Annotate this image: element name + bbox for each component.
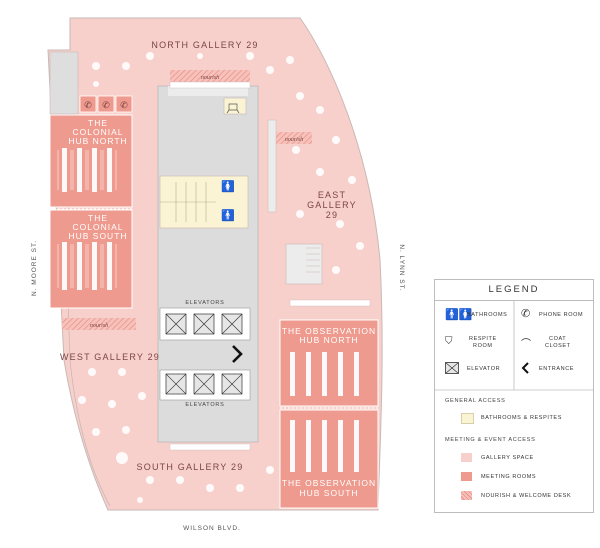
south-gallery-label: SOUTH GALLERY 29 [137, 462, 244, 472]
legend-bathrooms-respites: BATHROOMS & RESPITES [481, 415, 562, 421]
colonial-south-label-2: COLONIAL [73, 222, 124, 232]
street-lynn: N. LYNN ST. [398, 244, 405, 291]
west-gallery-label: WEST GALLERY 29 [60, 352, 160, 362]
legend-gallery-space: GALLERY SPACE [481, 455, 534, 461]
svg-text:🚹: 🚹 [221, 209, 235, 222]
phone-icon: ✆ [521, 308, 531, 320]
swatch-gallery-space [461, 453, 472, 462]
nourish-west [62, 318, 136, 330]
street-moore: N. MOORE ST. [31, 240, 38, 296]
swatch-meeting-rooms [461, 472, 472, 481]
respite-room [223, 97, 247, 115]
nourish-east [276, 132, 312, 144]
stairwell [285, 243, 323, 285]
observation-hub-south [279, 409, 379, 509]
observation-south-label-2: HUB SOUTH [299, 488, 358, 498]
entrance-legend-icon [521, 362, 529, 374]
observation-hub-north [279, 319, 379, 407]
colonial-north-label-2: COLONIAL [73, 127, 124, 137]
east-gallery-label-3: 29 [326, 210, 338, 220]
legend-nourish-welcome: NOURISH & WELCOME DESK [481, 493, 572, 499]
svg-text:✆: ✆ [84, 100, 92, 110]
elevators-label-south: ELEVATORS [185, 402, 224, 408]
east-gallery-label-2: GALLERY [307, 200, 357, 210]
legend-respite-2: ROOM [473, 343, 493, 349]
entrance-icon [232, 345, 243, 363]
legend-divider [435, 300, 593, 391]
east-counter [267, 119, 277, 213]
core-light-strip [168, 86, 248, 96]
svg-text:🚺: 🚺 [221, 180, 235, 193]
legend-bathrooms: BATHROOMS [467, 312, 508, 318]
legend-elevator: ELEVATOR [467, 366, 501, 372]
east-gallery-label-1: EAST [318, 190, 346, 200]
general-access-heading: GENERAL ACCESS [445, 398, 506, 404]
legend-coat-2: CLOSET [545, 343, 571, 349]
swatch-nourish [461, 491, 472, 500]
north-gallery-label: NORTH GALLERY 29 [151, 40, 258, 50]
colonial-south-label-1: THE [88, 213, 108, 223]
colonial-north-label-3: HUB NORTH [68, 136, 127, 146]
legend-meeting-rooms: MEETING ROOMS [481, 474, 537, 480]
observation-south-label-1: THE OBSERVATION [282, 478, 376, 488]
nourish-east-label: nourish [285, 137, 303, 143]
nourish-north [170, 70, 250, 82]
legend-title: LEGEND [435, 280, 593, 301]
swatch-bathrooms-respites [461, 413, 474, 424]
service-area-nw [49, 51, 79, 115]
nourish-north-label: nourish [201, 75, 219, 81]
colonial-north-label-1: THE [88, 118, 108, 128]
svg-text:✆: ✆ [102, 100, 110, 110]
legend-respite-1: RESPITE [469, 336, 497, 342]
svg-text:✆: ✆ [120, 100, 128, 110]
meeting-event-heading: MEETING & EVENT ACCESS [445, 437, 536, 443]
nourish-west-label: nourish [90, 323, 108, 329]
legend-coat-1: COAT [549, 336, 567, 342]
phone-rooms: ✆ ✆ ✆ [79, 95, 133, 113]
street-wilson: WILSON BLVD. [183, 525, 241, 532]
observation-north-label-1: THE OBSERVATION [282, 326, 376, 336]
legend-entrance: ENTRANCE [539, 366, 575, 372]
coat-hanger-icon: ⌒ [521, 339, 531, 350]
elevators-label-north: ELEVATORS [185, 300, 224, 306]
legend: LEGEND 🚹🚺 BATHROOMS ✆ PHONE ROOM ⛉ RESPI… [434, 279, 594, 513]
bathrooms-icon: 🚹🚺 [445, 309, 473, 321]
colonial-south-label-3: HUB SOUTH [68, 231, 127, 241]
observation-north-label-2: HUB NORTH [299, 335, 358, 345]
legend-phone-room: PHONE ROOM [539, 312, 584, 318]
respite-icon: ⛉ [445, 336, 453, 347]
elevator-icon [445, 362, 459, 374]
